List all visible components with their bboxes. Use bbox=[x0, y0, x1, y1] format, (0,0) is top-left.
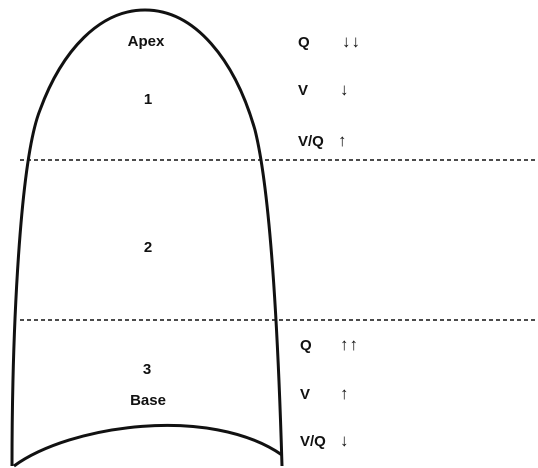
apex-q-label: Q bbox=[298, 34, 310, 51]
apex-q-arrows: ↓↓ bbox=[342, 32, 361, 51]
apex-v-arrows: ↓ bbox=[340, 80, 349, 99]
apex-vq-label: V/Q bbox=[298, 133, 324, 150]
zone-1-label: 1 bbox=[144, 91, 152, 108]
base-q-label: Q bbox=[300, 337, 312, 354]
base-v-arrows: ↑ bbox=[340, 384, 349, 403]
zone-2-label: 2 bbox=[144, 239, 152, 256]
base-vq-label: V/Q bbox=[300, 433, 326, 450]
base-vq-arrows: ↓ bbox=[340, 431, 349, 450]
diaphragm-curve bbox=[14, 425, 282, 466]
base-q-arrows: ↑↑ bbox=[340, 335, 359, 354]
apex-label: Apex bbox=[128, 33, 165, 50]
apex-vq-arrows: ↑ bbox=[338, 131, 347, 150]
base-v-label: V bbox=[300, 386, 310, 403]
zone-3-label: 3 bbox=[143, 361, 151, 378]
base-label: Base bbox=[130, 392, 166, 409]
apex-v-label: V bbox=[298, 82, 308, 99]
